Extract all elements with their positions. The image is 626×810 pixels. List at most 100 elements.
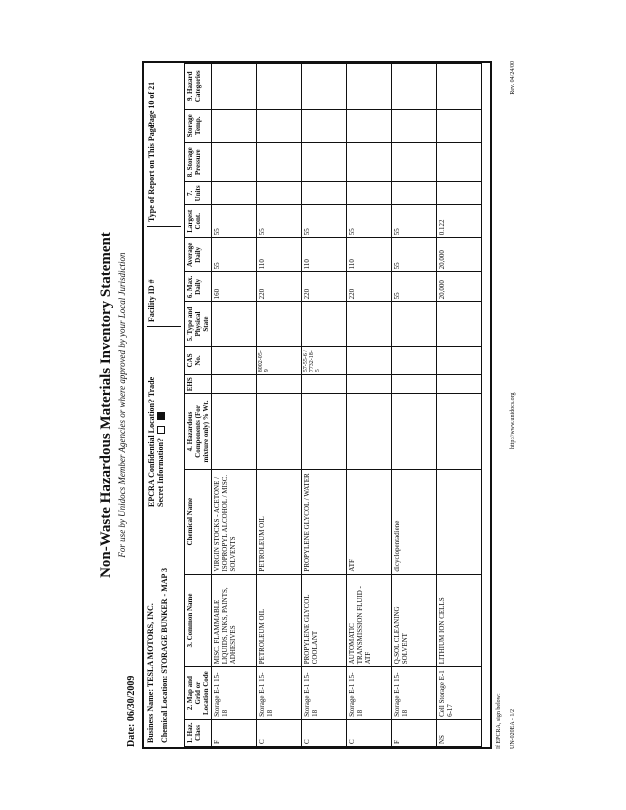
table-cell: Storage E-1 15-18 [211, 666, 257, 720]
table-cell: C [256, 719, 302, 747]
checkbox-checked[interactable] [157, 412, 166, 421]
table-cell: 220 [346, 271, 392, 302]
table-cell: VIRGIN STOCKS - ACETONE / ISOPROPYL ALCO… [211, 469, 257, 575]
table-cell: F [211, 719, 257, 747]
table-cell: Storage E-1 15-18 [301, 666, 347, 720]
table-cell [346, 142, 392, 182]
footer-url[interactable]: http://www.unidocs.org [510, 392, 516, 450]
table-cell: Q-SOL CLEANING SOLVENT [391, 574, 437, 667]
table-cell: ATF [346, 469, 392, 575]
column-header: 1. Haz. Class [184, 719, 212, 747]
table-cell: 160 [211, 271, 257, 302]
table-cell [301, 63, 347, 110]
table-cell: AUTOMATIC TRANSMISSION FLUID - ATF [346, 574, 392, 667]
table-cell [211, 142, 257, 182]
table-cell [391, 393, 437, 470]
table-cell [301, 109, 347, 143]
form-subtitle: For use by Unidocs Member Agencies or wh… [117, 252, 127, 558]
column-header: 6. Max. Daily [184, 271, 212, 302]
column-header: Chemical Name [184, 469, 212, 575]
form-header: Business Name: TESLA MOTORS, INC. Chemic… [144, 63, 185, 747]
table-cell [346, 301, 392, 347]
table-cell [211, 301, 257, 347]
table-cell [346, 346, 392, 375]
table-cell: 55 [391, 237, 437, 272]
table-cell: 55 [256, 204, 302, 238]
table-cell [256, 63, 302, 110]
table-cell [436, 181, 482, 205]
table-cell [346, 181, 392, 205]
table-cell: 20,000 [436, 237, 482, 272]
table-cell [346, 109, 392, 143]
table-cell [391, 109, 437, 143]
table-cell: 55 [211, 204, 257, 238]
table-cell [256, 374, 302, 394]
table-cell [391, 181, 437, 205]
table-cell [436, 346, 482, 375]
column-header: EHS [184, 374, 212, 394]
table-cell: 57-55-6 / 7732-18-5 [301, 346, 347, 375]
form-number: UN-020EA - 1/2 [510, 709, 516, 749]
table-cell: 110 [301, 237, 347, 272]
table-cell: 55 [391, 204, 437, 238]
page-number: Page 10 of 21 [147, 81, 156, 127]
table-cell: 220 [301, 271, 347, 302]
table-cell: 55 [301, 204, 347, 238]
table-cell: PROPYLENE GLYCOL / WATER [301, 469, 347, 575]
rotated-form: Non-Waste Hazardous Materials Inventory … [98, 55, 528, 755]
table-cell [391, 374, 437, 394]
table-cell [391, 346, 437, 375]
facility-id: Facility ID # [147, 279, 181, 327]
table-cell [211, 393, 257, 470]
table-cell: 55 [211, 237, 257, 272]
table-cell: MISC. FLAMMABLE LIQUIDS, INKS, PAINTS, A… [211, 574, 257, 667]
table-cell [436, 109, 482, 143]
revision: Rev. 04/24/00 [510, 61, 516, 95]
business-name: Business Name: TESLA MOTORS, INC. [146, 603, 155, 743]
column-header: 5. Type and Physical State [184, 301, 212, 347]
column-header: Average Daily [184, 237, 212, 272]
confidential-question: EPCRA Confidential Location? Trade Secre… [147, 376, 166, 507]
column-header: 8. Storage Pressure [184, 142, 212, 182]
column-header: 9. Hazard Categories [184, 63, 212, 110]
column-header: 7. Units [184, 181, 212, 205]
table-cell: NS [436, 719, 482, 747]
table-cell [346, 63, 392, 110]
table-cell: 110 [346, 237, 392, 272]
table-cell: PETROLEUM OIL [256, 469, 302, 575]
type-of-report: Type of Report on This Page: [147, 122, 181, 227]
table-cell [211, 346, 257, 375]
table-cell [256, 393, 302, 470]
column-header: 4. Hazardous Components (For mixture onl… [184, 393, 212, 470]
table-cell [436, 374, 482, 394]
table-cell: 20,000 [436, 271, 482, 302]
table-cell [436, 393, 482, 470]
table-cell [391, 301, 437, 347]
table-cell [436, 142, 482, 182]
table-cell: C [301, 719, 347, 747]
table-cell [346, 393, 392, 470]
form-frame: Business Name: TESLA MOTORS, INC. Chemic… [142, 61, 492, 749]
table-cell: Storage E-1 15-18 [391, 666, 437, 720]
column-header: CAS No. [184, 346, 212, 375]
table-cell [211, 63, 257, 110]
table-cell: 220 [256, 271, 302, 302]
table-cell [391, 63, 437, 110]
table-cell: C [346, 719, 392, 747]
epcra-sign: If EPCRA, sign below: [496, 693, 502, 749]
table-cell [301, 181, 347, 205]
table-cell [301, 374, 347, 394]
table-cell [301, 393, 347, 470]
table-cell: PETROLEUM OIL [256, 574, 302, 667]
table-cell: dicyclopentadiene [391, 469, 437, 575]
table-cell [301, 142, 347, 182]
checkbox[interactable] [157, 426, 166, 435]
